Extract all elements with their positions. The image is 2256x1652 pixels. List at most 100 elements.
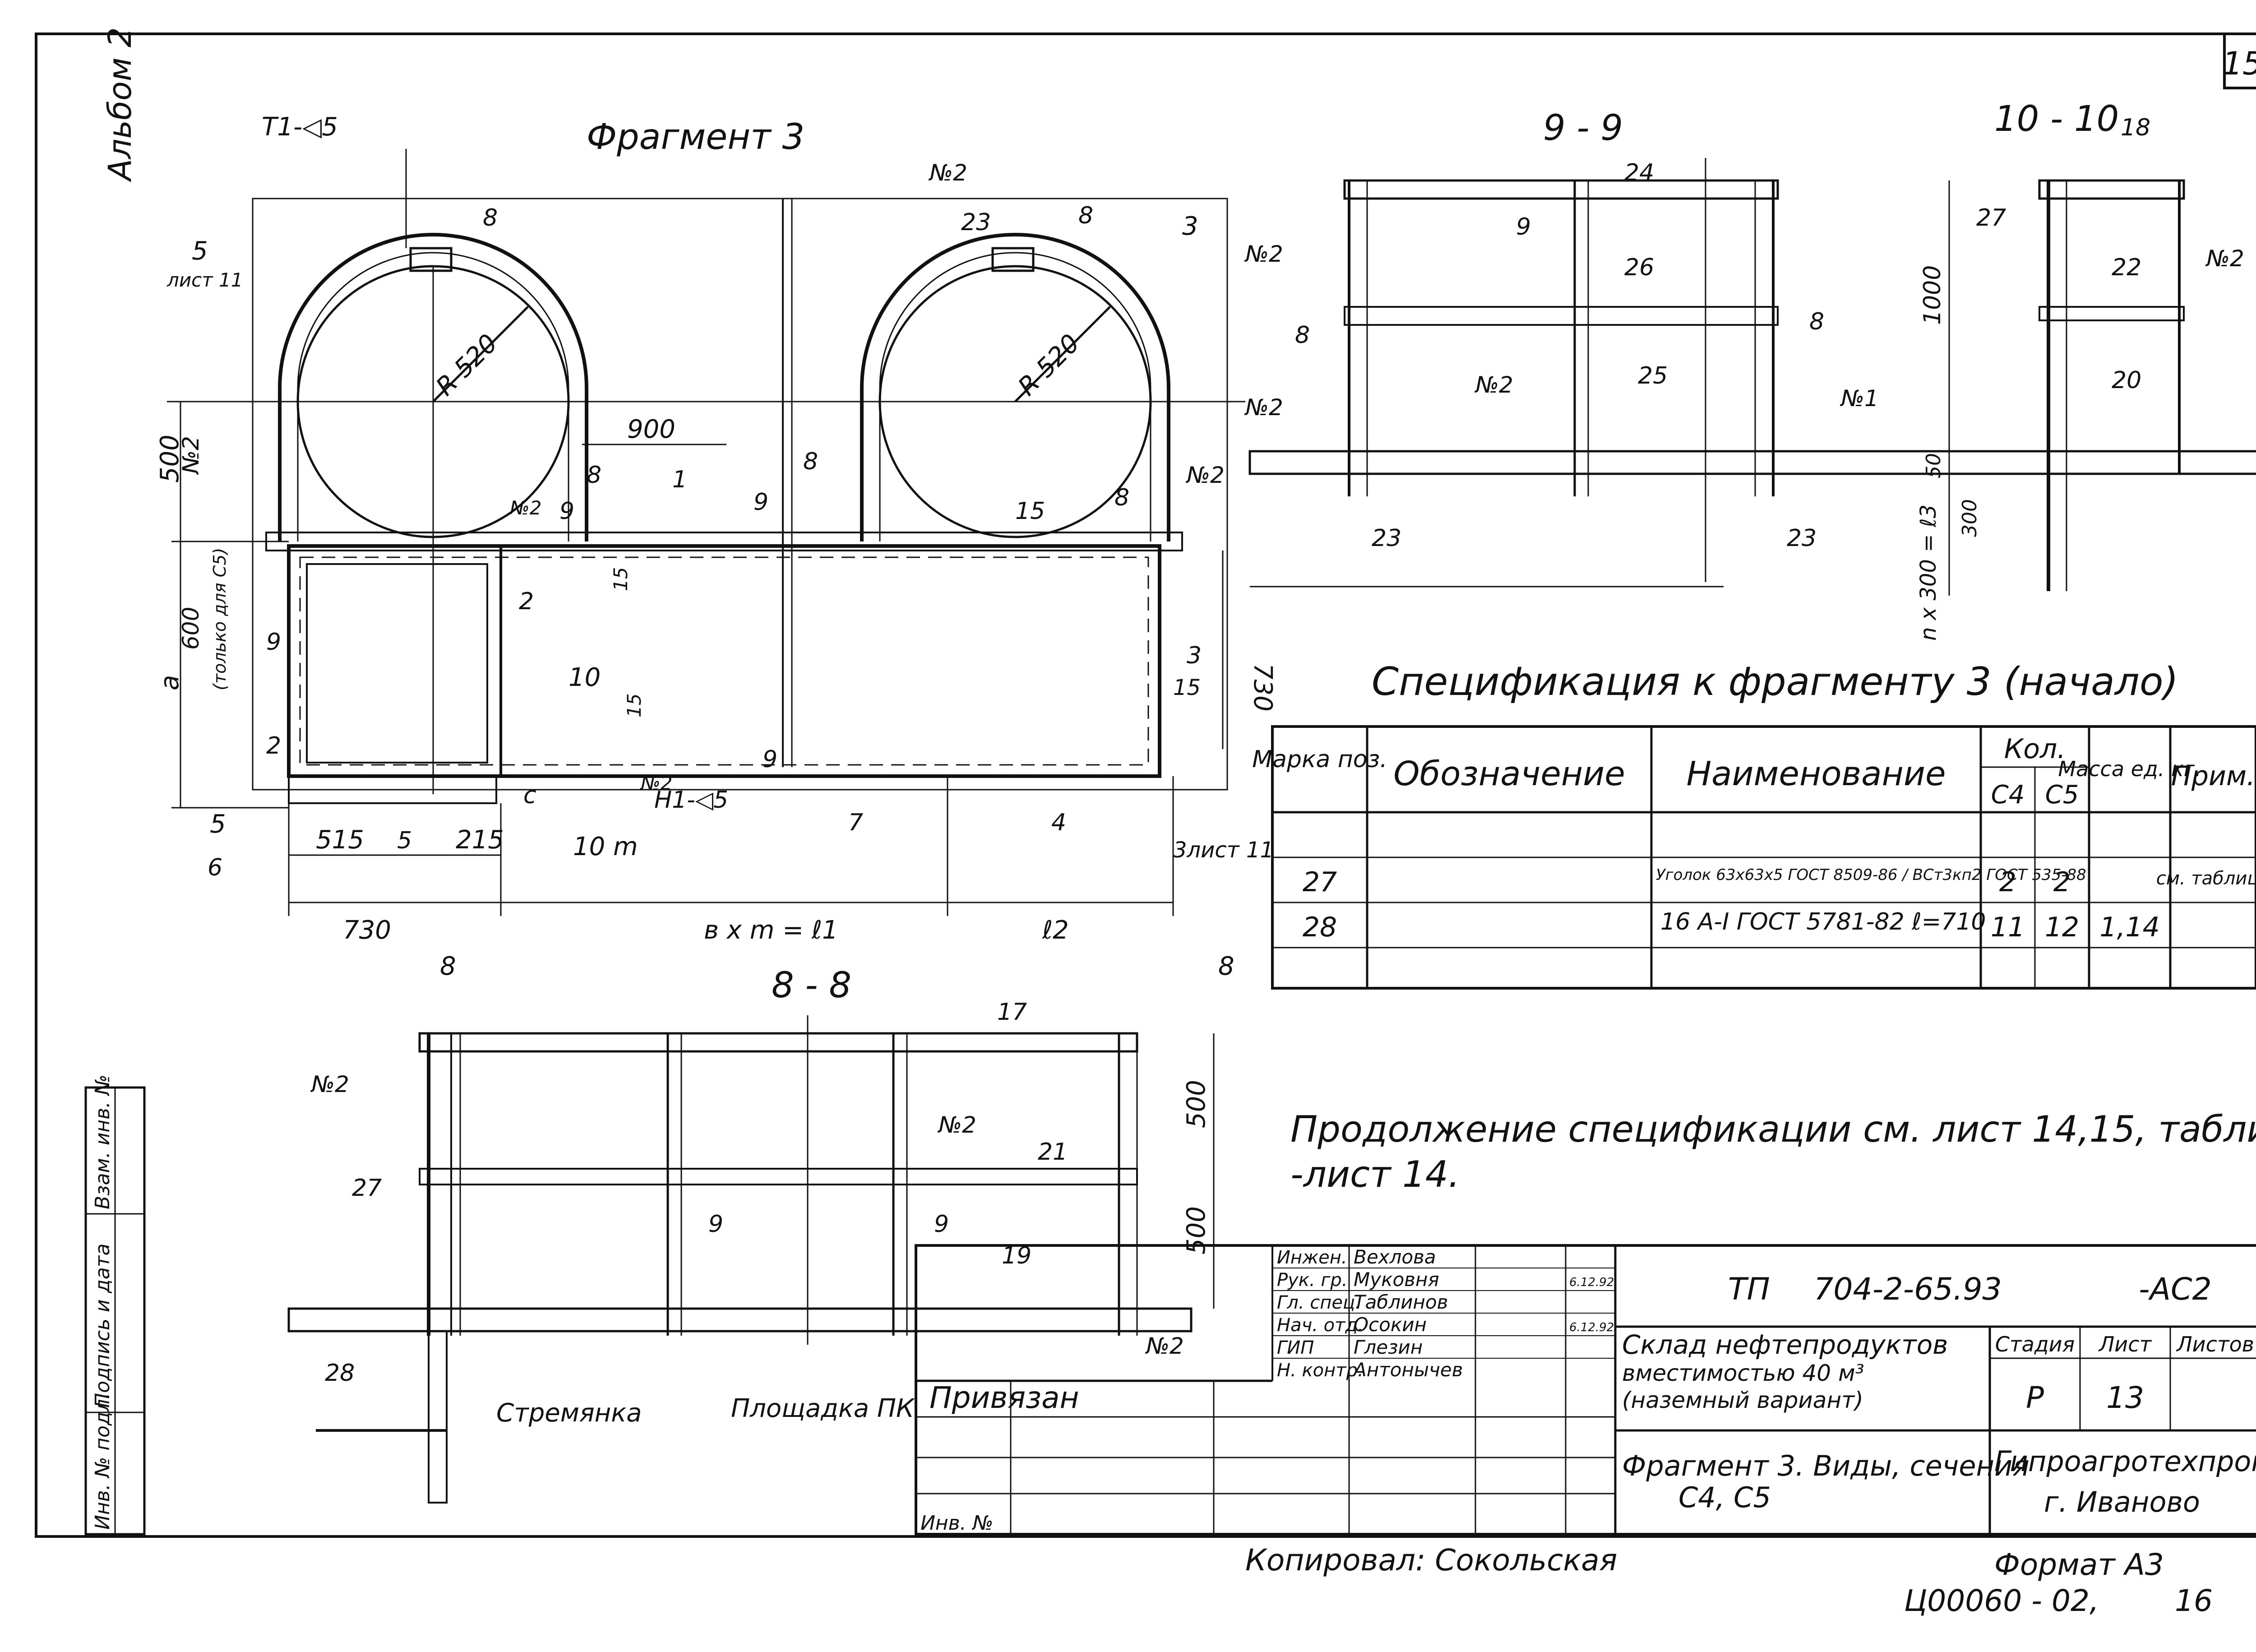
name-0: Вехлова xyxy=(1354,1246,1436,1268)
ref-10: 10 xyxy=(569,663,601,692)
dim-900: 900 xyxy=(627,415,675,444)
ref-10-m: 10 m xyxy=(573,832,638,861)
dim-l2: ℓ2 xyxy=(1042,916,1069,945)
s9-mark-25: 25 xyxy=(1638,362,1668,389)
s9-mark-23a: 23 xyxy=(1372,525,1401,552)
dim-bm: в x m = ℓ1 xyxy=(704,916,838,945)
fragment-3: Фрагмент 3 R 520 R 520 500 60 xyxy=(155,112,1277,981)
sheet-frame: 15 Альбом 2 xyxy=(35,28,2256,1538)
mark-9c: 9 xyxy=(763,746,777,773)
date-0: 6.12.92 xyxy=(1569,1276,1614,1289)
radius-left: R 520 xyxy=(430,329,504,402)
s8-dim-500b: 500 xyxy=(1182,1206,1211,1254)
s8-mark-17: 17 xyxy=(997,999,1027,1026)
spec-r2-mass: 1,14 xyxy=(2099,912,2160,943)
sheet-value: 13 xyxy=(2106,1380,2144,1415)
doc-code-page: 16 xyxy=(2175,1583,2213,1618)
section-8-title: 8 - 8 xyxy=(772,965,851,1006)
role-5: Н. контр. xyxy=(1277,1360,1364,1381)
project-2: вместимостью 40 м³ xyxy=(1622,1360,1864,1386)
mark-23: 23 xyxy=(961,209,991,236)
ref-8-left: 8 xyxy=(440,952,456,981)
dim-515: 515 xyxy=(316,825,364,855)
s9-mark-23b: 23 xyxy=(1787,525,1817,552)
s8-mark-21: 21 xyxy=(1038,1138,1068,1166)
name-1: Муковня xyxy=(1354,1268,1439,1291)
dim-15-a: 15 xyxy=(610,567,632,591)
spec-continuation: Продолжение спецификации см. лист 14,15,… xyxy=(1290,1108,2256,1150)
dim-215: 215 xyxy=(456,825,504,855)
side-inv: Инв. № подл. xyxy=(91,1393,114,1530)
project-1: Склад нефтепродуктов xyxy=(1622,1329,1948,1360)
ref-5: 5 xyxy=(192,236,208,266)
project-3: (наземный вариант) xyxy=(1622,1387,1863,1413)
spec-r1-c5: 2 xyxy=(2053,866,2071,898)
stage-header: Стадия xyxy=(1995,1332,2075,1356)
ref-3-sheet: 3лист 11 xyxy=(1173,838,1274,863)
s10-mark-22: 22 xyxy=(2112,254,2141,281)
corner-number: 15 xyxy=(2222,45,2256,82)
mark-8e: 8 xyxy=(1114,484,1129,511)
mark-2b: 2 xyxy=(266,732,281,759)
s10-n2: №2 xyxy=(2205,245,2244,272)
s10-mark-27: 27 xyxy=(1976,204,2006,231)
sheet-header: Лист xyxy=(2098,1332,2152,1356)
spec-r1-mark: 27 xyxy=(1303,866,1337,898)
spec-h-c4: С4 xyxy=(1991,780,2025,810)
mark-9d: 9 xyxy=(559,498,574,525)
section-10-10: 10 - 10 1000 50 300 n x 300 = ℓ3 18 27 2… xyxy=(1916,99,2244,641)
section-8-8: 8 - 8 500 500 17 21 19 27 28 9 9 №2 №2 №… xyxy=(287,965,1215,1504)
s9-n2c: №2 xyxy=(1244,394,1283,421)
s9-mark-26: 26 xyxy=(1624,254,1654,281)
dim-500: 500 xyxy=(155,435,185,483)
s9-mark-9: 9 xyxy=(1516,213,1531,241)
spec-continuation-2: -лист 14. xyxy=(1290,1153,1460,1195)
role-2: Гл. спец. xyxy=(1277,1292,1361,1313)
dim-50: 50 xyxy=(1922,453,1945,478)
s8-dim-500a: 500 xyxy=(1182,1080,1211,1128)
spec-r2-c4: 11 xyxy=(1991,912,2025,943)
mark-8a: 8 xyxy=(483,204,498,231)
role-4: ГИП xyxy=(1277,1337,1314,1358)
spec-r1-name: Уголок 63x63x5 ГОСТ 8509-86 / ВСт3кп2 ГО… xyxy=(1656,866,2086,884)
mark-9b: 9 xyxy=(266,629,281,656)
side-strip: Инв. № подл. Подпись и дата Взам. инв. № xyxy=(84,1074,146,1536)
s10-mark-20: 20 xyxy=(2112,367,2141,394)
sheet-title-1: Фрагмент 3. Виды, сечения xyxy=(1622,1449,2029,1482)
side-replace: Взам. инв. № xyxy=(91,1074,114,1209)
stage-value: Р xyxy=(2026,1380,2044,1415)
mark-2a: 2 xyxy=(519,588,534,615)
dim-300: 300 xyxy=(1958,499,1981,537)
mark-4: 4 xyxy=(1051,809,1066,836)
dim-730-right: 730 xyxy=(1248,663,1277,712)
spec-r2-c5: 12 xyxy=(2045,912,2079,943)
mark-8d: 8 xyxy=(803,448,818,475)
spec-r2-name: 16 А-I ГОСТ 5781-82 ℓ=710 xyxy=(1660,908,1986,935)
spec-r1-c4: 2 xyxy=(1999,866,2016,898)
role-1: Рук. гр. xyxy=(1277,1270,1348,1291)
name-5: Антонычев xyxy=(1352,1359,1463,1381)
bound-label: Привязан xyxy=(929,1380,1079,1415)
radius-right: R 520 xyxy=(1012,329,1086,402)
code-num: 704-2-65.93 xyxy=(1814,1272,2002,1307)
sheets-header: Листов xyxy=(2176,1332,2254,1356)
s9-mark-8a: 8 xyxy=(1295,322,1310,349)
ref-8-right: 8 xyxy=(1218,952,1234,981)
ref-3: 3 xyxy=(1182,212,1198,241)
s8-n2b: №2 xyxy=(937,1112,976,1138)
mark-15: 15 xyxy=(1015,498,1045,525)
code-tp: ТП xyxy=(1728,1272,1770,1307)
spec-h-note: Прим. xyxy=(2171,760,2256,792)
s9-mark-24: 24 xyxy=(1624,159,1654,186)
mark-5: 5 xyxy=(397,827,412,854)
title-block: Инжен. Рук. гр. Гл. спец. Нач. отд. ГИП … xyxy=(915,1244,2256,1536)
date-2: 6.12.92 xyxy=(1569,1321,1614,1334)
spec-h-qty: Кол. xyxy=(2004,733,2066,765)
section-9-title: 9 - 9 xyxy=(1543,108,1623,148)
specification: Спецификация к фрагменту 3 (начало) Марк… xyxy=(1252,659,2256,1195)
s8-platform: Площадка ПК xyxy=(731,1394,915,1423)
code-suffix: -АС2 xyxy=(2139,1272,2212,1307)
s8-mark-9b: 9 xyxy=(934,1211,949,1238)
spec-h-mark: Марка поз. xyxy=(1252,746,1387,773)
